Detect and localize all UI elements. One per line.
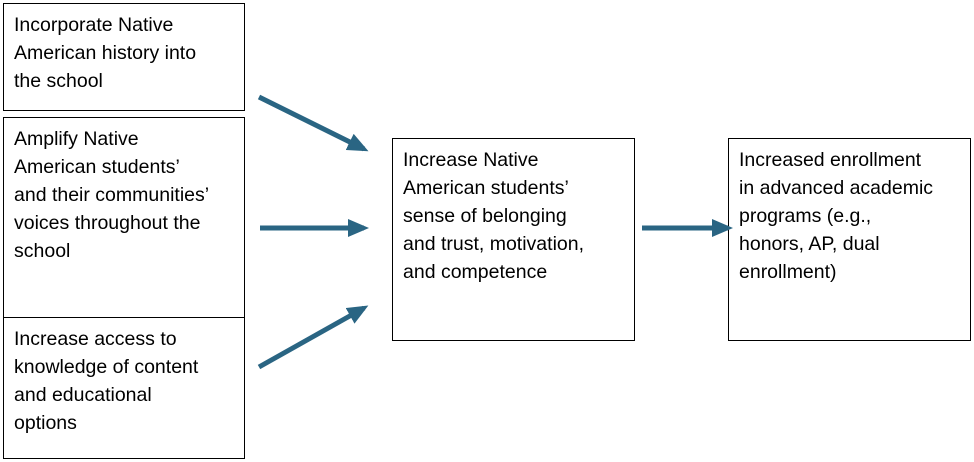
arrow-access-to-belonging [257, 305, 369, 370]
box-increased-enrollment: Increased enrollment in advanced academi… [728, 138, 971, 341]
box-incorporate-history-text: Incorporate Native American history into… [14, 14, 197, 92]
box-incorporate-history: Incorporate Native American history into… [3, 3, 245, 111]
arrow-history-to-belonging [257, 94, 369, 152]
box-sense-of-belonging-text: Increase Native American students’ sense… [403, 149, 585, 283]
box-sense-of-belonging: Increase Native American students’ sense… [392, 138, 635, 341]
box-amplify-voices: Amplify Native American students’ and th… [3, 117, 245, 318]
box-increase-access-text: Increase access to knowledge of content … [14, 328, 199, 434]
box-amplify-voices-text: Amplify Native American students’ and th… [14, 128, 210, 262]
box-increased-enrollment-text: Increased enrollment in advanced academi… [739, 149, 934, 283]
box-increase-access: Increase access to knowledge of content … [3, 317, 245, 459]
